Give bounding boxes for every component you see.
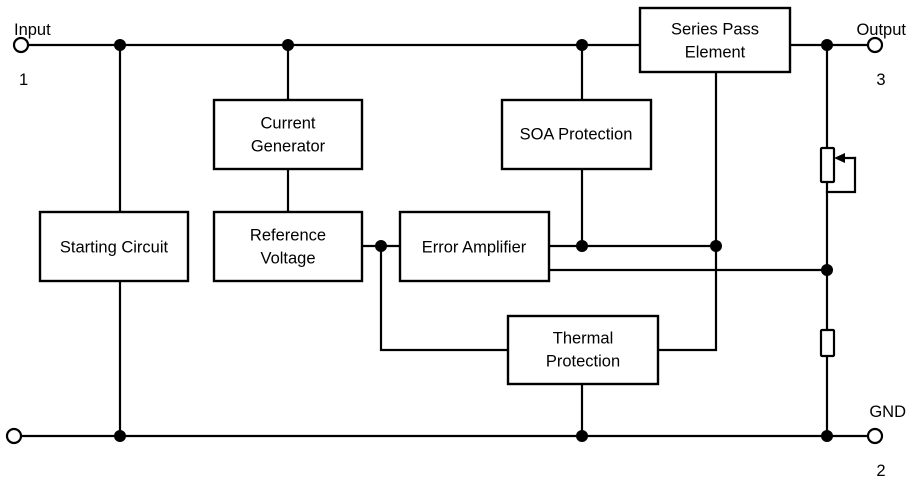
potentiometer-wiper-wire <box>825 156 857 194</box>
terminal-label-output: Output <box>856 21 906 39</box>
terminal-output[interactable] <box>866 36 884 54</box>
potentiometer-body <box>819 146 836 184</box>
block-reference-voltage-label-line2: Voltage <box>260 249 315 267</box>
terminal-gnd-right[interactable] <box>866 427 884 445</box>
block-reference-voltage-label-line1: Reference <box>250 226 326 244</box>
junction-dot-gnd-starting <box>114 430 126 442</box>
block-error-amplifier[interactable]: Error Amplifier <box>398 210 551 283</box>
junction-dot-output <box>821 39 833 51</box>
resistor-body <box>819 328 836 358</box>
junction-dot-input-current-gen <box>282 39 294 51</box>
block-soa-protection[interactable]: SOA Protection <box>500 98 653 171</box>
junction-dot-gnd-divider <box>821 430 833 442</box>
junction-dot-sense <box>821 264 833 276</box>
pin-number-gnd: 2 <box>876 462 885 480</box>
terminal-label-input: Input <box>14 21 51 39</box>
terminal-gnd-left[interactable] <box>5 427 23 445</box>
terminal-label-gnd: GND <box>869 403 906 421</box>
block-thermal-protection[interactable]: Thermal Protection <box>506 314 660 386</box>
junction-dot-gnd-thermal <box>576 430 588 442</box>
block-soa-protection-label: SOA Protection <box>520 125 633 143</box>
junction-dot-soa-feedback <box>576 240 588 252</box>
junction-dot-input-soa <box>576 39 588 51</box>
terminal-input[interactable] <box>12 36 30 54</box>
block-reference-voltage[interactable]: Reference Voltage <box>212 210 364 283</box>
block-soa-protection-rect[interactable] <box>500 98 653 171</box>
block-current-generator[interactable]: Current Generator <box>212 98 364 171</box>
wire-reference-node-to-thermal-protection <box>379 244 510 352</box>
block-error-amplifier-label: Error Amplifier <box>422 238 527 256</box>
block-series-pass-element[interactable]: Series Pass Element <box>638 6 792 74</box>
block-error-amplifier-rect[interactable] <box>398 210 551 283</box>
wire-series-pass-to-thermal-protection <box>656 70 718 352</box>
potentiometer-wiper-arrow-icon <box>834 153 845 163</box>
block-series-pass-element-label-line1: Series Pass <box>671 20 759 38</box>
block-starting-circuit-label: Starting Circuit <box>60 238 169 256</box>
pin-number-output: 3 <box>876 71 885 89</box>
block-series-pass-element-rect[interactable] <box>638 6 792 74</box>
junction-dot-reference-node <box>375 240 387 252</box>
block-current-generator-rect[interactable] <box>212 98 364 171</box>
junction-dot-series-pass-control <box>710 240 722 252</box>
block-starting-circuit-rect[interactable] <box>38 210 190 283</box>
pin-number-input: 1 <box>19 71 28 89</box>
block-thermal-protection-rect[interactable] <box>506 314 660 386</box>
block-current-generator-label-line1: Current <box>260 114 315 132</box>
block-thermal-protection-label-line1: Thermal <box>553 329 614 347</box>
block-reference-voltage-rect[interactable] <box>212 210 364 283</box>
block-starting-circuit[interactable]: Starting Circuit <box>38 210 190 283</box>
block-thermal-protection-label-line2: Protection <box>546 352 620 370</box>
junction-dot-input-starting <box>114 39 126 51</box>
block-current-generator-label-line2: Generator <box>251 137 326 155</box>
block-series-pass-element-label-line2: Element <box>685 43 746 61</box>
